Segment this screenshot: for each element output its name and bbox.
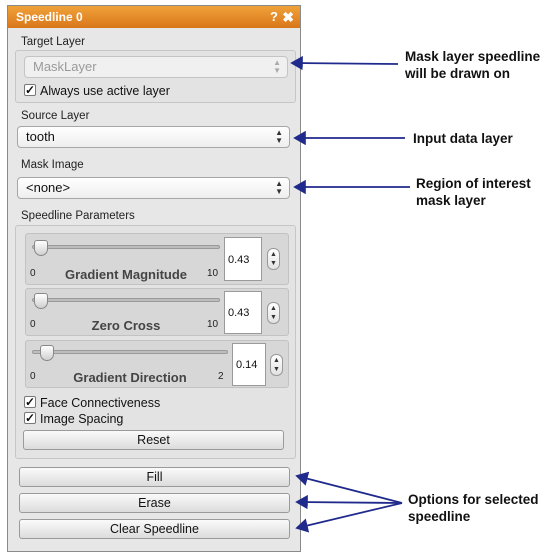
source-layer-label: Source Layer [21, 110, 90, 122]
annotation-roi-line1: Region of interest [416, 176, 531, 191]
gradient-direction-slider-group: 0 2 Gradient Direction 0.14 ▲▼ [25, 340, 289, 388]
zero-cross-value-field[interactable]: 0.43 [224, 291, 262, 334]
checkmark-icon: ✓ [24, 395, 36, 409]
clear-speedline-button[interactable]: Clear Speedline [19, 519, 290, 539]
target-layer-value: MaskLayer [33, 59, 97, 74]
gradient-magnitude-stepper[interactable]: ▲▼ [267, 248, 280, 270]
target-layer-label: Target Layer [21, 36, 85, 48]
arrow-target-layer [290, 55, 399, 71]
arrow-clear [295, 502, 403, 533]
speedline-params-group: 0 10 Gradient Magnitude 0.43 ▲▼ 0 10 Zer… [15, 225, 296, 459]
always-active-checkbox[interactable]: ✓ Always use active layer [24, 83, 224, 99]
gradient-magnitude-label: Gradient Magnitude [64, 267, 188, 282]
speedline-params-label: Speedline Parameters [21, 210, 135, 222]
zero-cross-stepper[interactable]: ▲▼ [267, 302, 280, 324]
gradient-magnitude-thumb[interactable] [34, 240, 48, 256]
annotation-options: Options for selected speedline [408, 491, 539, 525]
gradient-direction-min: 0 [30, 371, 36, 382]
gradient-direction-max: 2 [218, 371, 224, 382]
image-spacing-label: Image Spacing [40, 412, 124, 426]
gradient-direction-value-field[interactable]: 0.14 [232, 343, 266, 386]
gradient-magnitude-min: 0 [30, 268, 36, 279]
face-connectiveness-checkbox[interactable]: ✓ Face Connectiveness [24, 395, 224, 411]
zero-cross-track[interactable] [32, 298, 220, 302]
combo-arrows-icon: ▲▼ [275, 179, 283, 196]
mask-image-value: <none> [26, 180, 71, 195]
always-active-label: Always use active layer [40, 84, 170, 98]
reset-button[interactable]: Reset [23, 430, 284, 450]
target-layer-combo[interactable]: MaskLayer ▲▼ [24, 56, 288, 78]
zero-cross-label: Zero Cross [91, 318, 161, 333]
zero-cross-min: 0 [30, 319, 36, 330]
gradient-magnitude-value-field[interactable]: 0.43 [224, 237, 262, 281]
annotation-roi-line2: mask layer [416, 193, 486, 208]
image-spacing-checkbox[interactable]: ✓ Image Spacing [24, 411, 224, 427]
annotation-mask-layer: Mask layer speedline will be drawn on [405, 48, 540, 82]
help-icon[interactable]: ? [270, 9, 278, 24]
annotation-options-line1: Options for selected [408, 492, 539, 507]
zero-cross-slider-group: 0 10 Zero Cross 0.43 ▲▼ [25, 288, 289, 336]
source-layer-combo[interactable]: tooth ▲▼ [17, 126, 290, 148]
annotation-mask-line2: will be drawn on [405, 66, 511, 81]
source-layer-value: tooth [26, 129, 55, 144]
annotation-roi: Region of interest mask layer [416, 175, 531, 209]
speedline-panel: Speedline 0 ? ✖ Target Layer MaskLayer ▲… [7, 5, 301, 552]
gradient-direction-track[interactable] [32, 350, 228, 354]
gradient-direction-label: Gradient Direction [73, 370, 187, 385]
gradient-magnitude-max: 10 [207, 268, 219, 279]
face-connectiveness-label: Face Connectiveness [40, 396, 161, 410]
checkmark-icon: ✓ [24, 83, 36, 97]
annotation-options-line2: speedline [408, 509, 471, 524]
gradient-direction-stepper[interactable]: ▲▼ [270, 354, 283, 376]
arrow-erase [295, 494, 403, 510]
gradient-magnitude-track[interactable] [32, 245, 220, 249]
zero-cross-max: 10 [207, 319, 219, 330]
combo-arrows-icon: ▲▼ [275, 128, 283, 145]
window-title: Speedline 0 [16, 10, 83, 24]
annotation-mask-line1: Mask layer speedline [405, 49, 541, 64]
gradient-direction-thumb[interactable] [40, 345, 54, 361]
combo-arrows-icon: ▲▼ [273, 58, 281, 75]
target-layer-group: MaskLayer ▲▼ ✓ Always use active layer [15, 50, 296, 103]
fill-button[interactable]: Fill [19, 467, 290, 487]
title-bar: Speedline 0 ? ✖ [8, 6, 300, 28]
erase-button[interactable]: Erase [19, 493, 290, 513]
close-icon[interactable]: ✖ [282, 9, 294, 25]
arrow-fill [295, 471, 403, 504]
annotation-input-layer: Input data layer [413, 131, 513, 146]
mask-image-combo[interactable]: <none> ▲▼ [17, 177, 290, 199]
checkmark-icon: ✓ [24, 411, 36, 425]
mask-image-label: Mask Image [21, 159, 84, 171]
gradient-magnitude-slider-group: 0 10 Gradient Magnitude 0.43 ▲▼ [25, 233, 289, 285]
zero-cross-thumb[interactable] [34, 293, 48, 309]
